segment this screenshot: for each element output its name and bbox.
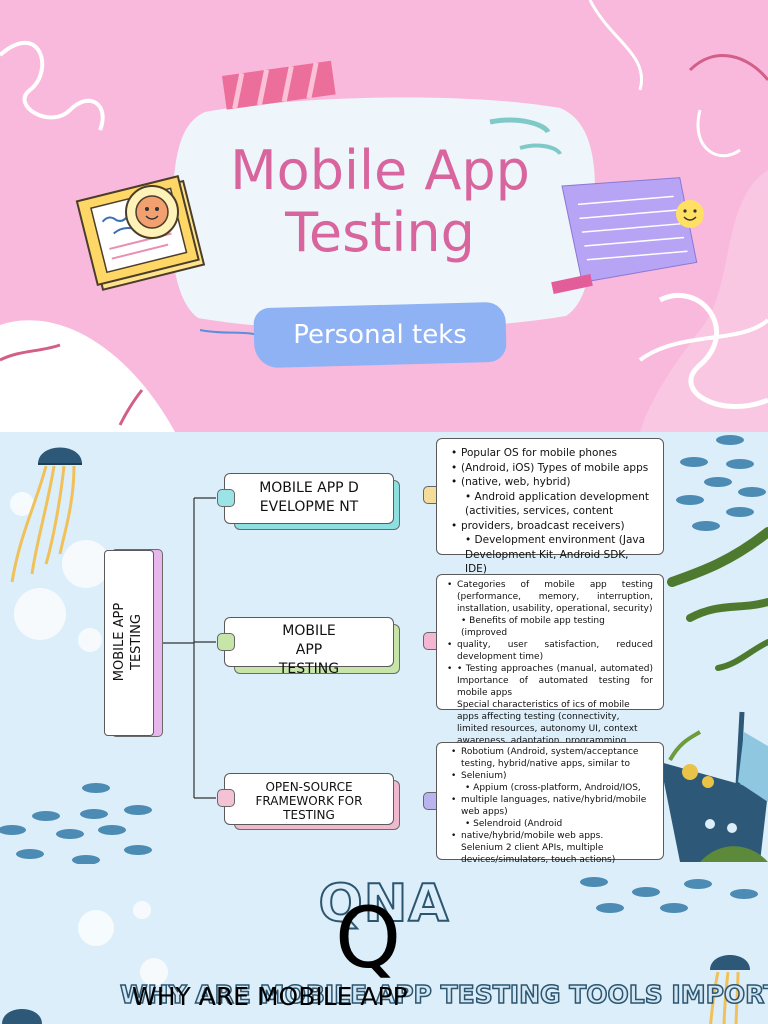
root-node-label: MOBILE APP TESTING [112, 602, 144, 682]
detail-line: •providers, broadcast receivers) [451, 519, 625, 532]
detail-line: •Popular OS for mobile phones [451, 447, 618, 459]
fish-school-icon [0, 435, 766, 864]
detail-line: •Categories of mobile app testing (perfo… [447, 580, 653, 614]
branch-node-2: MOBILE APP TESTING [224, 617, 394, 677]
qna-question: WHY ARE MOBILE APP TESTING TOOLS IMPORTA… [119, 979, 768, 1010]
shipwreck-icon [660, 711, 768, 862]
jellyfish-icon [709, 955, 750, 1024]
overlay-letter: Q [334, 889, 402, 987]
qna-decor [2, 877, 758, 1024]
detail-line: • Selendroid (Android [465, 819, 563, 829]
detail-line: •• Testing approaches (manual, automated… [447, 664, 653, 698]
detail-box-1: •Popular OS for mobile phones •(Android,… [436, 438, 664, 575]
jellyfish-icon [2, 1009, 42, 1024]
fish-school-icon [580, 877, 758, 913]
white-wave-shape [0, 320, 175, 432]
detail-line: •(native, web, hybrid) [451, 476, 571, 488]
root-node-box [104, 550, 154, 736]
ocean-decor [0, 435, 768, 864]
tape-strip-icon [222, 60, 336, 110]
slide1-background-art [0, 0, 768, 432]
connector-dot [217, 789, 235, 807]
detail-line: •Selenium) [451, 771, 507, 781]
slide-title: Mobile App Testing [230, 139, 530, 264]
branch-label: OPEN-SOURCE FRAMEWORK FOR TESTING [255, 780, 363, 822]
detail-line: •native/hybrid/mobile web apps. Selenium… [451, 831, 616, 864]
detail-line: • Benefits of mobile app testing (improv… [461, 616, 605, 638]
jellyfish-icon [10, 447, 82, 583]
branch-node-3: OPEN-SOURCE FRAMEWORK FOR TESTING [224, 773, 394, 825]
detail-line: • Android application development (activ… [465, 490, 649, 518]
light-wave-shape [640, 170, 768, 432]
qna-slide: QNA WHY ARE MOBILE APP TESTING TOOLS IMP… [0, 864, 768, 1024]
smiley-face-icon [125, 185, 179, 239]
detail-line: •Robotium (Android, system/acceptance te… [451, 747, 639, 769]
connector-dot [217, 633, 235, 651]
mindmap-slide: MOBILE APP TESTING MOBILE APP DEVELOPME … [0, 432, 768, 864]
bubble-icon [10, 492, 110, 652]
qna-title: QNA [318, 873, 450, 935]
tape-strip-icon [551, 273, 593, 295]
detail-box-2: •Categories of mobile app testing (perfo… [436, 574, 664, 770]
mindmap-connectors [152, 497, 216, 799]
detail-line: •(Android, iOS) Types of mobile apps [451, 461, 649, 474]
seaweed-icon [667, 527, 768, 671]
scribble-shape [0, 40, 105, 131]
overlay-question: WHY ARE MOBILE APP [132, 982, 408, 1011]
detail-line: • Development environment (Java Developm… [465, 534, 646, 575]
title-card-shape [171, 97, 595, 330]
detail-box-3: •Robotium (Android, system/acceptance te… [436, 742, 664, 864]
title-slide: Mobile App Testing Personal teks [0, 0, 768, 432]
bubble-icon [78, 901, 168, 986]
branch-node-1: MOBILE APP DEVELOPME NT [224, 473, 394, 524]
detail-line: • Appium (cross-platform, Android/IOS, [465, 783, 641, 793]
lined-paper-icon [561, 177, 698, 283]
smiley-face-icon [676, 200, 704, 228]
branch-label: MOBILE APP TESTING [278, 623, 340, 677]
slide-subtitle: Personal teks [293, 320, 467, 350]
detail-line: •quality, user satisfaction, reduced dev… [447, 640, 653, 662]
connector-dot [217, 489, 235, 507]
branch-label: MOBILE APP DEVELOPME NT [259, 480, 359, 515]
detail-line: •multiple languages, native/hybrid/mobil… [451, 795, 647, 817]
